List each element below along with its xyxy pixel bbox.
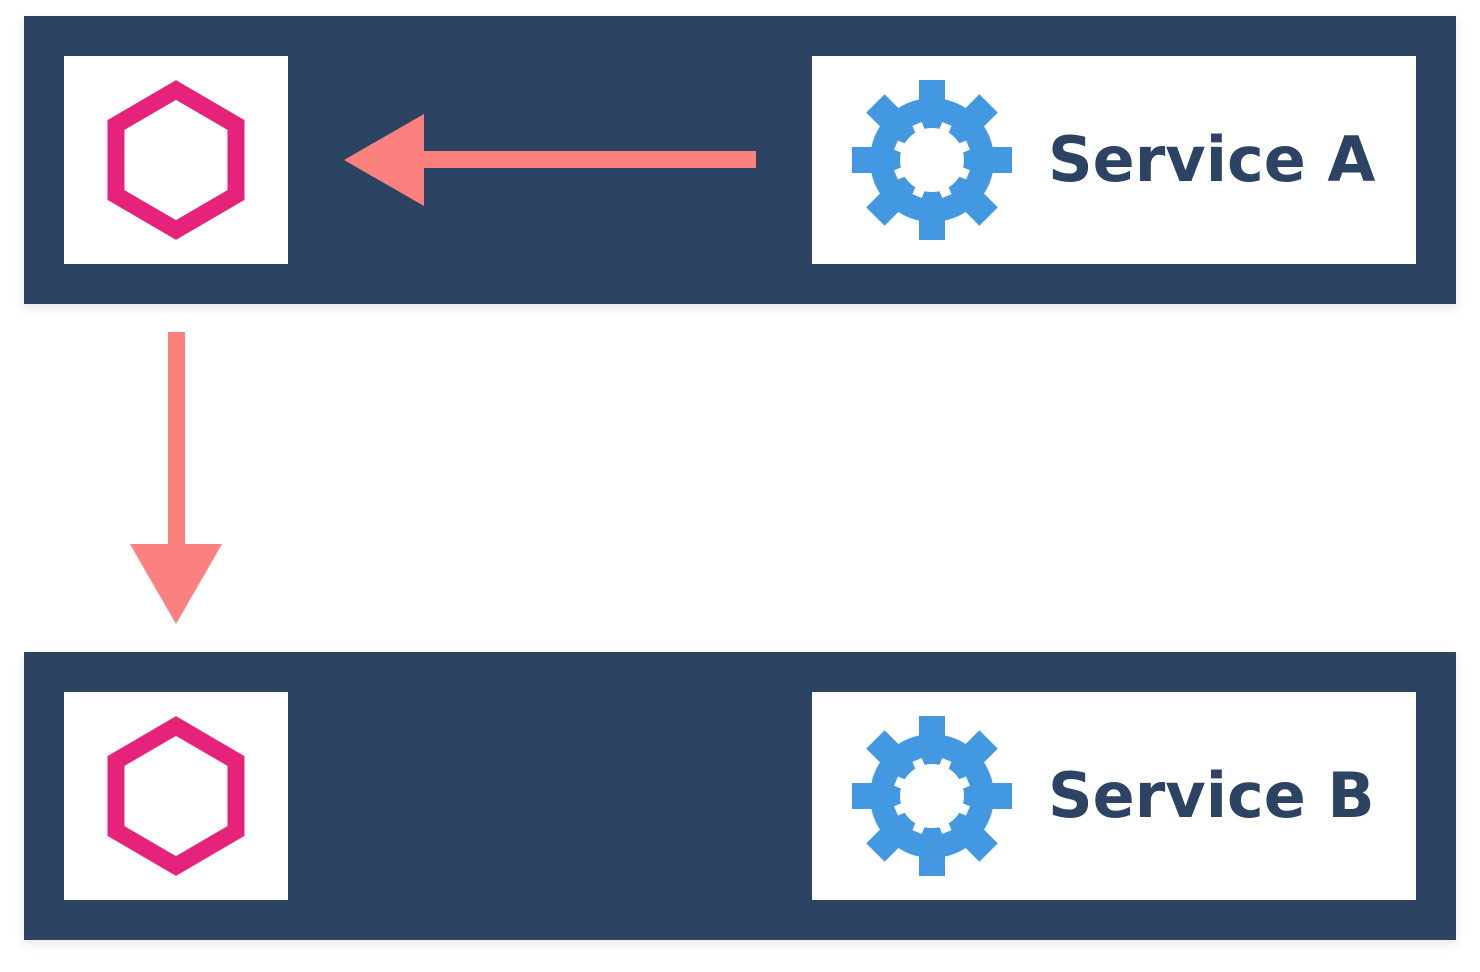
sidecar-proxy-box-a: [64, 56, 288, 264]
service-box-a: Service A: [812, 56, 1416, 264]
service-label: Service B: [1048, 759, 1375, 832]
gear-icon: [852, 716, 1012, 876]
gear-icon: [852, 80, 1012, 240]
arrow-sidecar-a-to-sidecar-b: [130, 332, 222, 624]
hexagon-icon: [107, 716, 245, 876]
service-label: Service A: [1048, 123, 1376, 196]
pod-service-b: Service B: [24, 652, 1456, 940]
service-box-b: Service B: [812, 692, 1416, 900]
hexagon-icon: [107, 80, 245, 240]
sidecar-proxy-box-b: [64, 692, 288, 900]
pod-service-a: Service A: [24, 16, 1456, 304]
